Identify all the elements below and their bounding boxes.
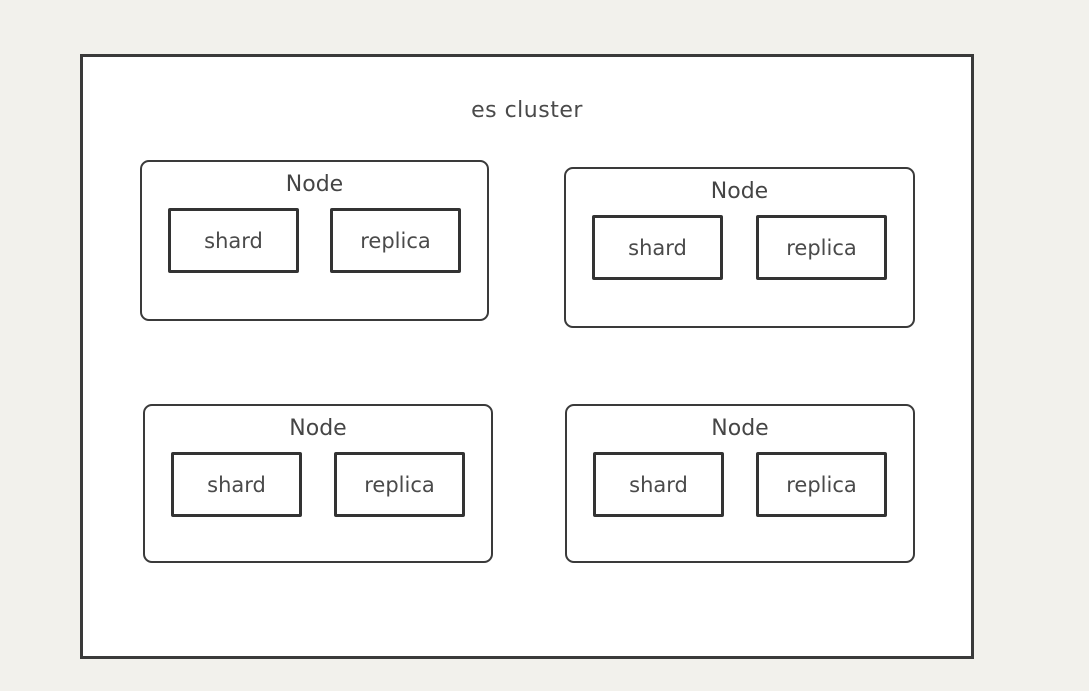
node-label: Node: [710, 179, 769, 204]
diagram-title: es cluster: [471, 98, 583, 123]
replica-label: replica: [364, 472, 435, 497]
shard-label: shard: [204, 228, 263, 253]
shard-box: shard: [168, 208, 299, 273]
replica-label: replica: [786, 472, 857, 497]
node-box-row: shard replica: [145, 452, 491, 517]
node-label: Node: [289, 416, 347, 441]
node-box-row: shard replica: [567, 452, 913, 517]
node-box-row: shard replica: [566, 215, 913, 280]
shard-label: shard: [628, 235, 687, 260]
node-top-left: Node shard replica: [140, 160, 489, 321]
shard-label: shard: [629, 472, 688, 497]
node-bottom-left: Node shard replica: [143, 404, 493, 563]
replica-label: replica: [360, 228, 431, 253]
node-box-row: shard replica: [142, 208, 487, 273]
replica-box: replica: [330, 208, 461, 273]
replica-box: replica: [756, 215, 887, 280]
node-label: Node: [711, 416, 769, 441]
es-cluster-frame: [80, 54, 974, 659]
replica-box: replica: [756, 452, 887, 517]
node-top-right: Node shard replica: [564, 167, 915, 328]
shard-label: shard: [207, 472, 266, 497]
shard-box: shard: [171, 452, 302, 517]
replica-label: replica: [786, 235, 857, 260]
node-bottom-right: Node shard replica: [565, 404, 915, 563]
shard-box: shard: [592, 215, 723, 280]
node-label: Node: [285, 172, 344, 197]
shard-box: shard: [593, 452, 724, 517]
replica-box: replica: [334, 452, 465, 517]
